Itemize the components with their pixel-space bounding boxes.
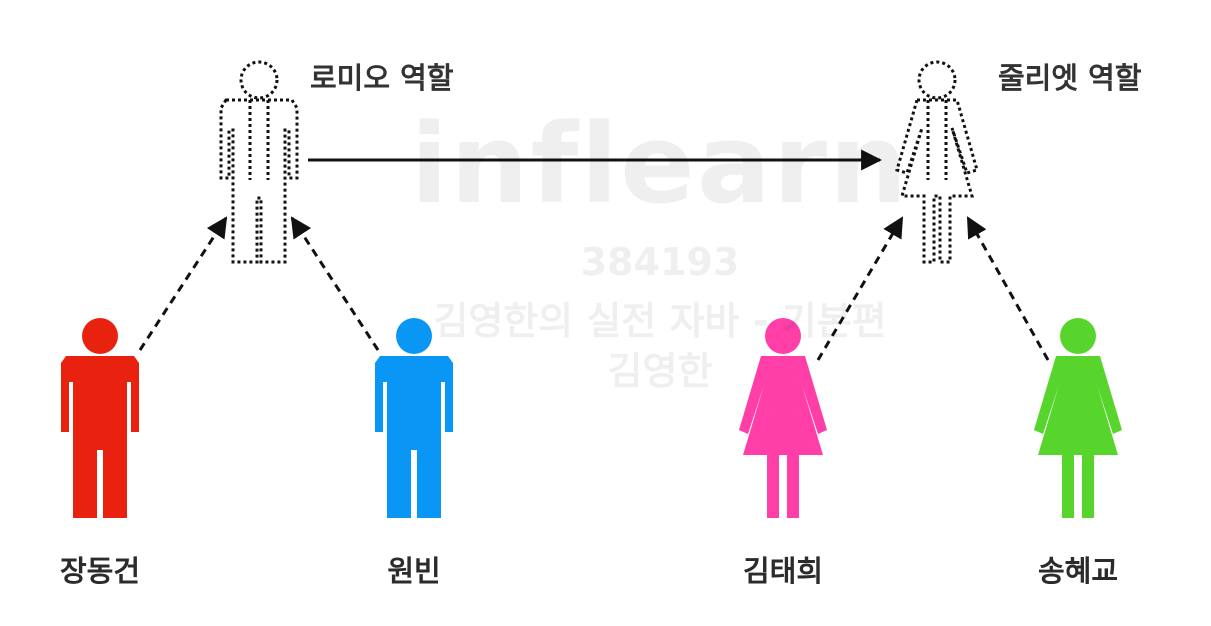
romeo-role-label: 로미오 역할 (310, 61, 454, 95)
actor-figure-kim-taehee (739, 318, 827, 518)
actor-label-song-hyekyo: 송혜교 (1037, 554, 1119, 588)
actor-figure-song-hyekyo (1034, 318, 1122, 518)
jang-to-romeo-arrow (138, 216, 228, 351)
actor-label-wonbin: 원빈 (387, 554, 441, 588)
actor-label-kim-taehee: 김태희 (742, 554, 824, 588)
juliet-role-label: 줄리엣 역할 (998, 61, 1142, 95)
juliet-role-icon (895, 60, 979, 264)
wonbin-to-romeo-arrow (290, 216, 380, 351)
romeo-role-icon (219, 60, 299, 264)
actor-figure-wonbin (375, 318, 453, 518)
actor-label-jang-donggun: 장동건 (59, 554, 141, 588)
songhyekyo-to-juliet-arrow (966, 216, 1050, 361)
actor-figure-jang-donggun (61, 318, 139, 518)
kimtaehee-to-juliet-arrow (816, 216, 904, 361)
